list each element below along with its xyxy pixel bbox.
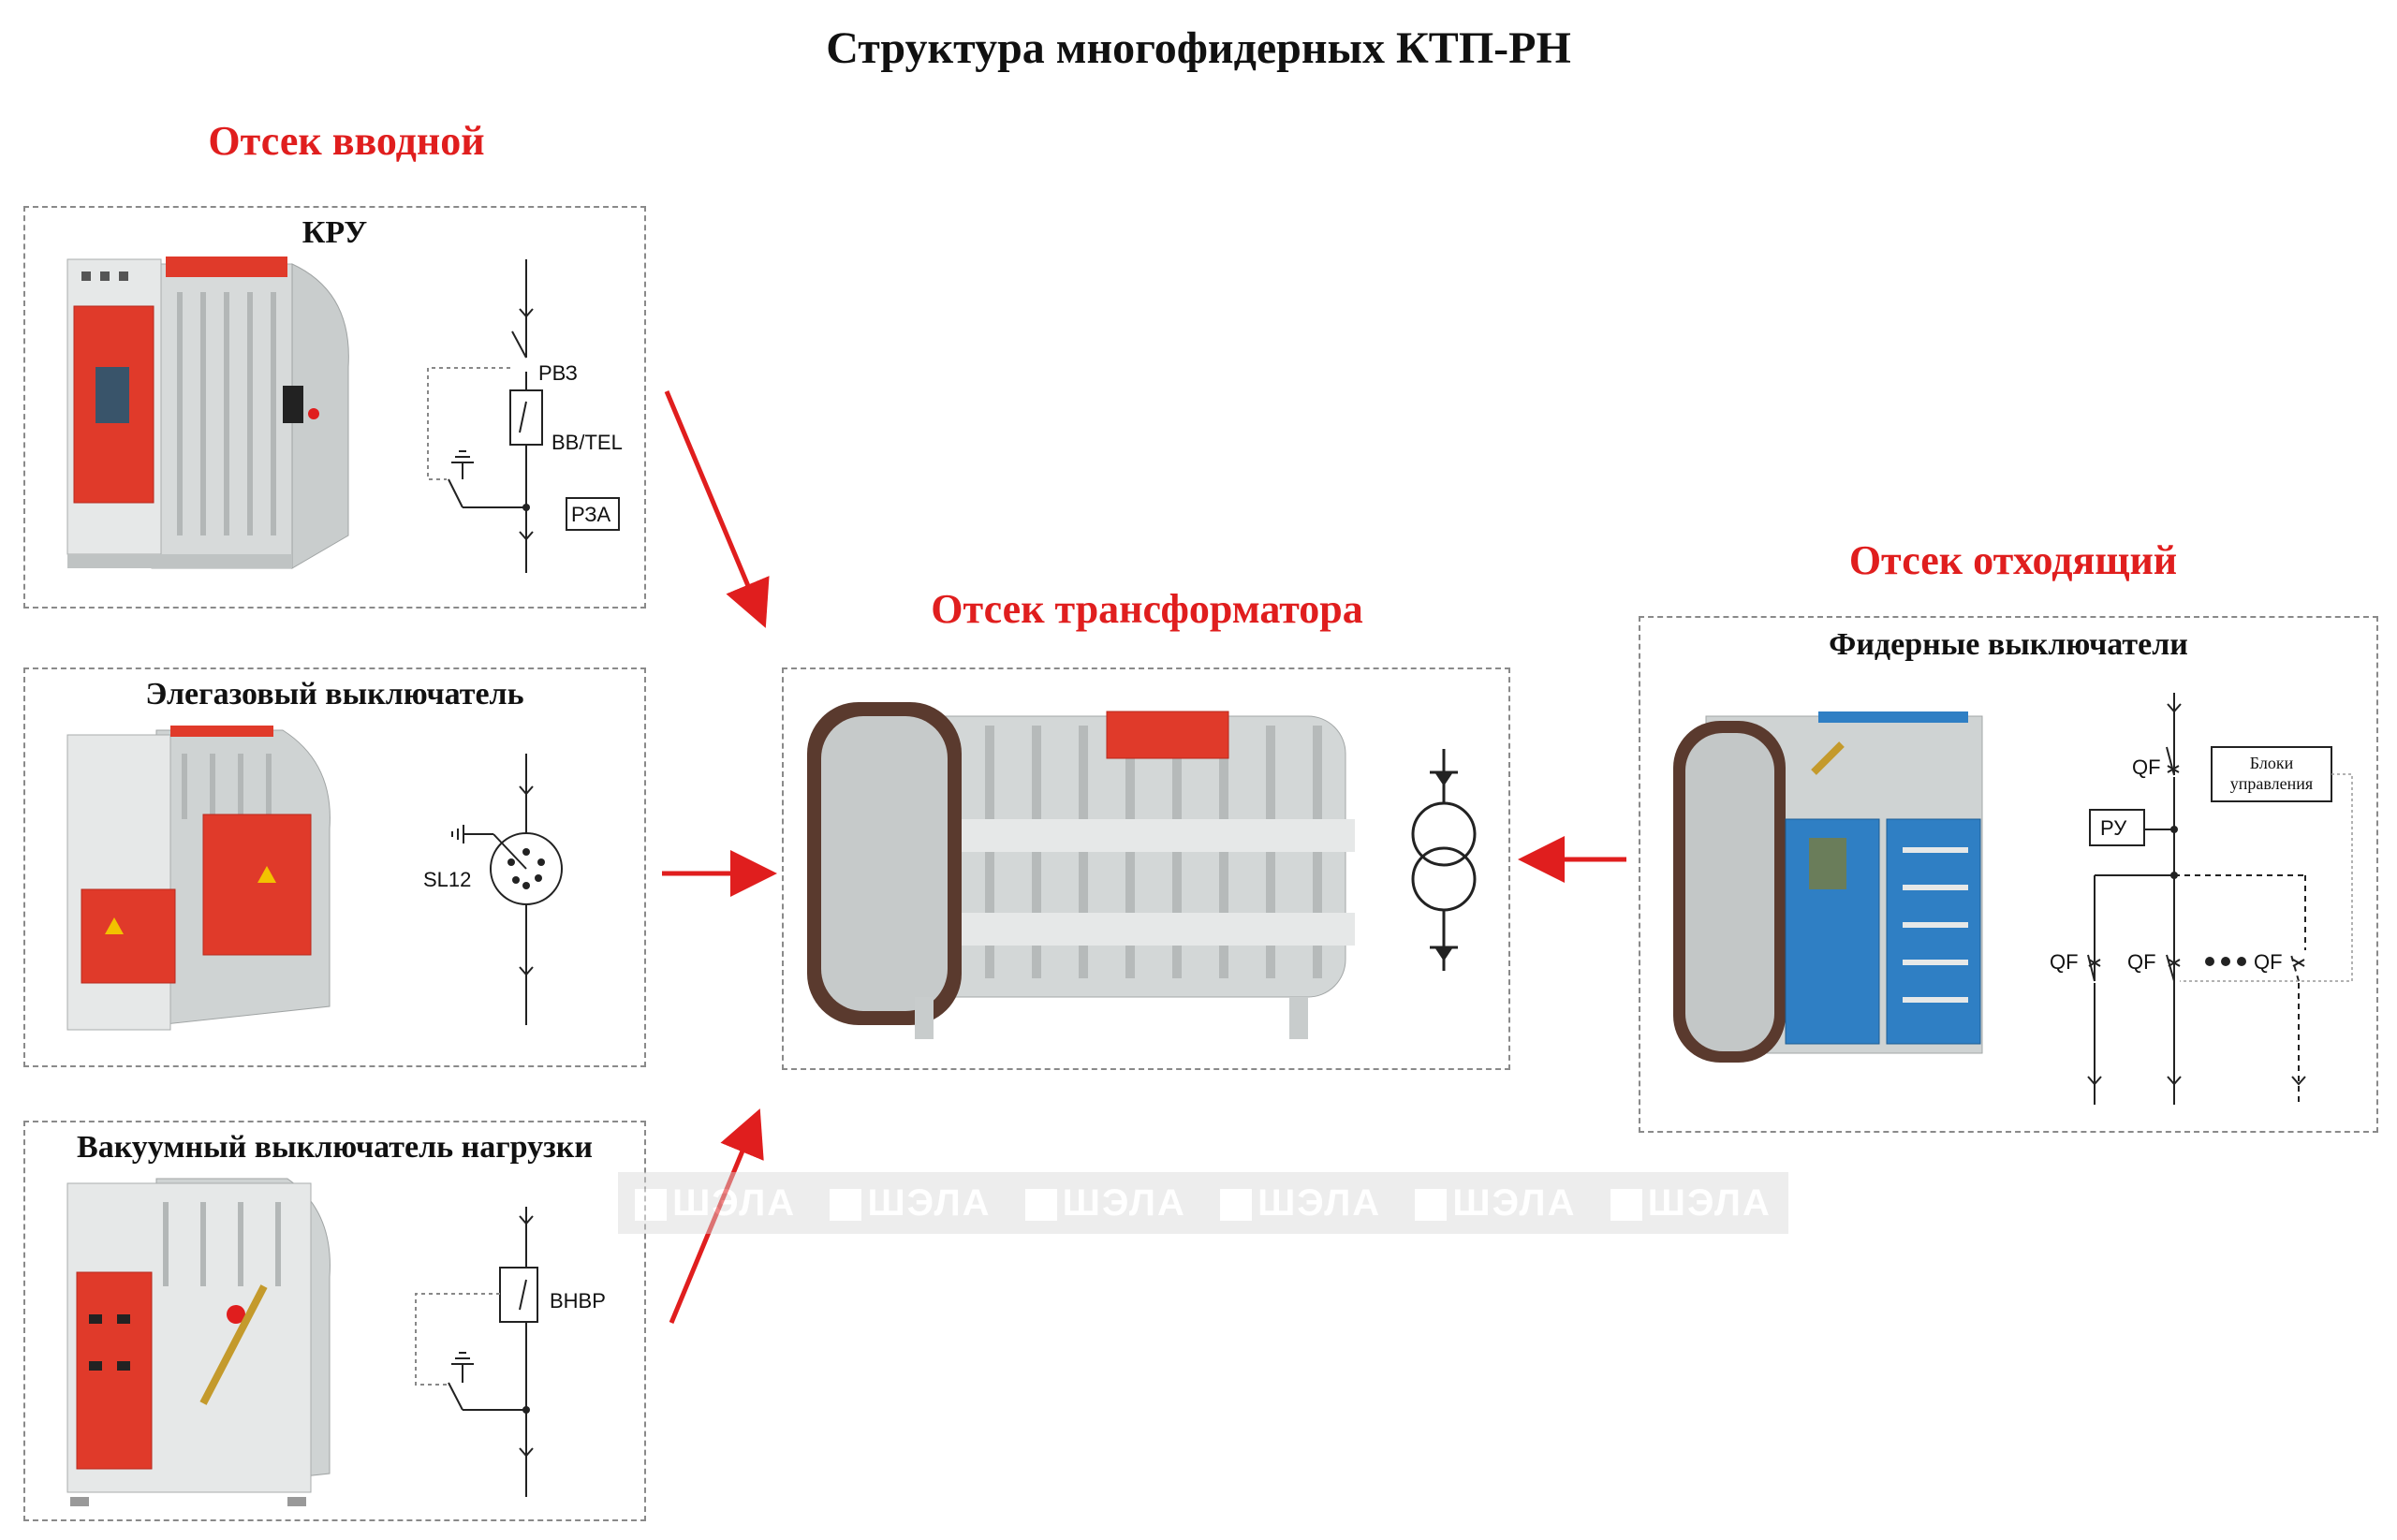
label-vnvr: ВНВР [550,1289,606,1313]
label-rvz: РВЗ [538,361,578,385]
section-output-title: Отсек отходящий [1848,537,2178,583]
arrow-vac-to-transformer [669,1108,764,1324]
vac-caption: Вакуумный выключатель нагрузки [77,1130,593,1165]
vac-cabinet-image [66,1178,331,1506]
sf6-caption: Элегазовый выключатель [145,677,524,711]
vac-box: Вакуумный выключатель нагрузки [23,1121,646,1521]
label-ru: РУ [2100,816,2127,840]
transformer-box [782,667,1510,1070]
sf6-cabinet-image [66,726,331,1031]
label-vv-tel: ВВ/TEL [551,431,623,454]
feeder-cabinet-image [1673,711,1983,1063]
sf6-box: Элегазовый выключатель S [23,667,646,1067]
feeder-caption: Фидерные выключатели [1829,627,2188,662]
label-rza: РЗА [571,503,610,526]
feeder-box: Фидерные выключатели [1639,616,2378,1133]
sf6-schematic: SL12 [423,754,563,1025]
watermark-text-5: ШЭЛА [1415,1182,1576,1225]
section-input-title: Отсек вводной [208,118,485,164]
kru-bus-arrow-top [519,308,534,318]
vac-schematic: ВНВР [415,1207,606,1497]
section-transformer-title: Отсек трансформатора [931,586,1363,632]
transformer-schematic [1411,749,1477,971]
label-qf-1: QF [2050,950,2079,974]
label-sl12: SL12 [423,868,471,891]
watermark-text-3: ШЭЛА [1024,1182,1186,1225]
kru-bus-arrow-bottom [519,531,534,541]
watermark: ШЭЛА ШЭЛА ШЭЛА ШЭЛА ШЭЛА ШЭЛА [618,1172,1788,1234]
kru-schematic: РВЗ ВВ/TEL РЗА [427,259,623,573]
page-title: Структура многофидерных КТП-РН [826,23,1571,73]
kru-cabinet-image [66,257,349,569]
kru-box: КРУ [23,206,646,609]
sf6-bus-arrow-top [519,785,534,796]
label-control-blocks-2: управления [2230,774,2313,793]
vac-bus-arrow-bottom [519,1447,534,1458]
watermark-text-1: ШЭЛА [635,1182,796,1225]
watermark-text-4: ШЭЛА [1220,1182,1381,1225]
watermark-text-6: ШЭЛА [1610,1182,1772,1225]
arrow-kru-to-transformer [664,390,770,628]
watermark-text-2: ШЭЛА [830,1182,991,1225]
vac-bus-arrow-top [519,1215,534,1225]
label-qf-2: QF [2127,950,2156,974]
sf6-bus-arrow-bottom [519,966,534,976]
label-qf-main: QF [2132,755,2161,779]
label-control-blocks-1: Блоки [2250,754,2294,772]
kru-caption: КРУ [301,215,368,250]
label-qf-n: QF [2254,950,2283,974]
feeder-bus-arrow-top [2167,703,2182,713]
transformer-image [807,702,1355,1039]
feeder-schematic: QF QF QF QF РУ Блоки управления [2050,693,2353,1105]
